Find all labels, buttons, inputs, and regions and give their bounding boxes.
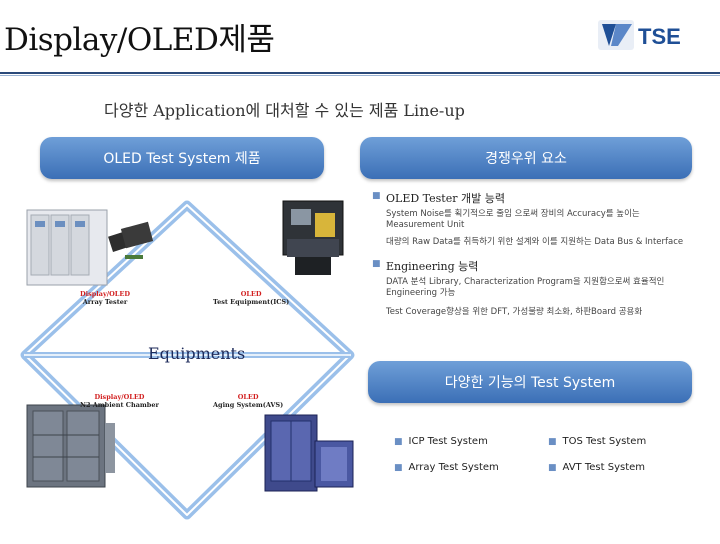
advantage-heading: OLED Tester 개발 능력 [386, 192, 505, 205]
title-rule-accent [0, 75, 720, 76]
subtitle: 다양한 Application에 대처할 수 있는 제품 Line-up [104, 101, 465, 120]
left-panel-header: OLED Test System 제품 [40, 137, 324, 179]
page-title: Display/OLED제품 [4, 22, 275, 58]
svg-text:TSE: TSE [638, 24, 681, 49]
ics-equipment-image [282, 200, 344, 275]
equipment-label-array-tester: Display/OLED Array Tester [80, 290, 130, 306]
square-bullet-icon: ■ [394, 437, 403, 447]
equipment-label-avs: OLED Aging System(AVS) [213, 393, 284, 409]
advantage-item: ■ OLED Tester 개발 능력 System Noise를 획기적으로 … [372, 190, 698, 248]
tse-logo: TSE [598, 18, 708, 52]
square-bullet-icon: ■ [394, 463, 403, 473]
square-bullet-icon: ■ [548, 437, 557, 447]
equipment-label-ics: OLED Test Equipment(ICS) [213, 290, 290, 306]
array-tester-image [26, 209, 154, 286]
advantage-item: ■ Engineering 능력 DATA 분석 Library, Charac… [372, 258, 698, 318]
square-bullet-icon: ■ [372, 259, 381, 269]
bullet-icp-test-system: ■ICP Test System [394, 436, 488, 447]
right-panel-header: 경쟁우위 요소 [360, 137, 692, 179]
bottom-panel-header: 다양한 기능의 Test System [368, 361, 692, 403]
advantage-text: DATA 분석 Library, Characterization Progra… [386, 277, 665, 298]
advantage-text: 대량의 Raw Data를 취득하기 위한 설계와 이를 지원하는 Data B… [386, 237, 684, 247]
advantage-text: System Noise를 획기적으로 줄임 으로써 장비의 Accuracy를… [386, 209, 640, 230]
equipment-diagram [15, 195, 360, 540]
equipments-center-label: Equipments [148, 344, 246, 363]
bullet-array-test-system: ■Array Test System [394, 462, 499, 473]
avs-system-image [264, 414, 354, 492]
title-rule [0, 72, 720, 74]
equipment-label-n2-chamber: Display/OLED N2 Ambient Chamber [80, 393, 159, 409]
advantage-text: Test Coverage향상을 위한 DFT, 가성불량 최소화, 하판Boa… [386, 307, 643, 317]
square-bullet-icon: ■ [548, 463, 557, 473]
advantage-heading: Engineering 능력 [386, 260, 479, 273]
n2-chamber-image [26, 404, 115, 488]
square-bullet-icon: ■ [372, 191, 381, 201]
bullet-avt-test-system: ■AVT Test System [548, 462, 646, 473]
bullet-tos-test-system: ■TOS Test System [548, 436, 647, 447]
advantage-list: ■ OLED Tester 개발 능력 System Noise를 획기적으로 … [372, 190, 698, 322]
